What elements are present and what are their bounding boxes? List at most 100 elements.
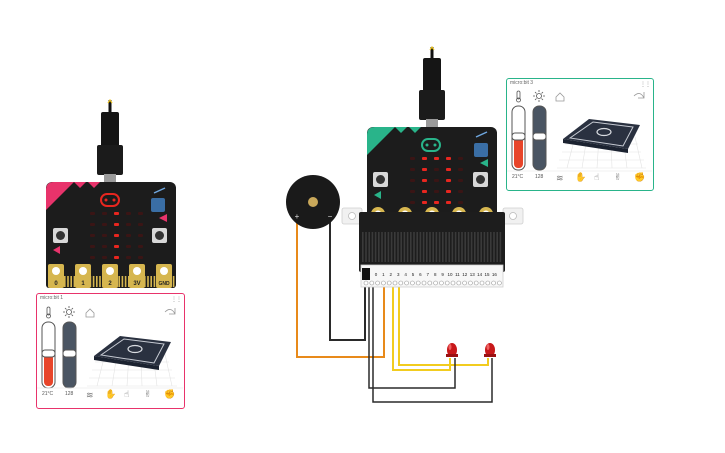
connector-pin-label: 6 <box>419 272 422 277</box>
connector-hole[interactable] <box>439 280 444 286</box>
connector-pin-label: 3 <box>397 272 400 277</box>
led-matrix-3 <box>410 157 463 204</box>
led <box>114 234 119 237</box>
tilt-right-gesture-icon[interactable]: ☝ <box>124 390 130 400</box>
connector-hole[interactable] <box>410 280 415 286</box>
light-slider[interactable] <box>532 105 547 171</box>
red-led-2[interactable] <box>484 343 496 357</box>
drag-handle-icon[interactable]: ⋮⋮ <box>171 297 182 303</box>
connector-hole[interactable] <box>456 280 462 286</box>
touch-logo-3[interactable] <box>421 138 441 152</box>
connector-hole[interactable] <box>392 280 398 286</box>
connector-hole[interactable] <box>375 280 380 286</box>
home-icon[interactable] <box>555 92 565 102</box>
connector-pin-label: 13 <box>470 272 476 277</box>
sensor-panel-3[interactable]: micro:bit 3 ⋮⋮ <box>506 78 654 191</box>
drag-handle-icon[interactable]: ⋮⋮ <box>640 82 651 88</box>
led <box>446 190 451 193</box>
board-body-1 <box>46 182 176 288</box>
temperature-slider[interactable] <box>41 321 56 389</box>
connector-hole[interactable] <box>398 280 404 286</box>
connector-hole[interactable] <box>363 280 369 286</box>
temperature-value-1: 21°C <box>42 391 54 397</box>
sensor-panel-1[interactable]: micro:bit 1 ⋮⋮ <box>36 293 185 409</box>
red-led-1[interactable] <box>446 343 458 357</box>
connector-hole[interactable] <box>386 280 392 286</box>
connector-pin-label: 12 <box>462 272 468 277</box>
led <box>126 245 131 248</box>
tilt-forward-gesture-icon[interactable]: ✌ <box>614 173 622 183</box>
microbit-3d-model[interactable] <box>563 119 640 153</box>
microbit-3d-model[interactable] <box>94 336 171 370</box>
connector-hole[interactable] <box>485 280 491 286</box>
pin-label: 0 <box>54 281 58 287</box>
touch-logo-1[interactable] <box>100 193 120 207</box>
wire-black-led2[interactable] <box>372 286 493 403</box>
panel-title-1: micro:bit 1 <box>40 295 64 301</box>
connector-pin-label: 0 <box>375 272 378 277</box>
wire-yellow-led2[interactable] <box>398 286 489 366</box>
connector-hole[interactable] <box>479 280 485 286</box>
connector-hole[interactable] <box>491 280 496 286</box>
connector-hole[interactable] <box>404 280 409 286</box>
edge-pad[interactable] <box>156 264 172 288</box>
freefall-gesture-icon[interactable]: ✊ <box>634 173 646 183</box>
connector-hole[interactable] <box>415 280 421 286</box>
edge-pad[interactable] <box>75 264 91 288</box>
wire-black-led1[interactable] <box>368 286 456 389</box>
connector-hole[interactable] <box>450 280 456 286</box>
freefall-gesture-icon[interactable]: ✊ <box>164 390 176 400</box>
tilt-left-gesture-icon[interactable]: ✋ <box>105 390 117 400</box>
connector-hole[interactable] <box>497 280 502 286</box>
connector-pin-label: 16 <box>492 272 498 277</box>
connector-hole[interactable] <box>433 280 438 286</box>
connector-hole[interactable] <box>369 280 375 286</box>
led <box>434 201 439 204</box>
led <box>90 212 95 215</box>
corner-accent-3 <box>367 127 395 155</box>
shake-gesture-icon[interactable]: ≋ <box>86 391 94 401</box>
button-b-1[interactable] <box>152 228 167 243</box>
rotate-icon[interactable] <box>633 92 645 99</box>
wire-black-buzzer[interactable] <box>329 222 366 341</box>
temperature-slider[interactable] <box>511 105 526 171</box>
led <box>422 190 427 193</box>
connector-hole[interactable] <box>473 280 479 286</box>
connector-hole[interactable] <box>444 280 450 286</box>
led <box>410 168 415 171</box>
rotate-icon[interactable] <box>164 308 176 315</box>
led <box>138 234 143 237</box>
light-slider[interactable] <box>62 321 77 389</box>
panel-title-3: micro:bit 3 <box>510 80 534 86</box>
microbit-3[interactable] <box>367 45 497 227</box>
wire-yellow-led1[interactable] <box>392 286 451 371</box>
pin-label: 2 <box>108 281 112 287</box>
speaker-icon-3 <box>374 191 381 199</box>
connector-hole[interactable] <box>468 280 473 286</box>
led <box>114 223 119 226</box>
home-icon[interactable] <box>85 308 95 318</box>
edge-pad[interactable] <box>48 264 64 288</box>
connector-hole[interactable] <box>462 280 467 286</box>
tilt-right-gesture-icon[interactable]: ☝ <box>594 173 600 183</box>
piezo-buzzer[interactable]: + − <box>286 175 340 229</box>
led <box>434 157 439 160</box>
edge-pad[interactable] <box>102 264 118 288</box>
usb-plug-3 <box>423 58 441 92</box>
tilt-left-gesture-icon[interactable]: ✋ <box>575 173 587 183</box>
led <box>410 201 415 204</box>
led <box>90 234 95 237</box>
button-b-3[interactable] <box>473 172 488 187</box>
shake-gesture-icon[interactable]: ≋ <box>556 174 564 184</box>
edge-pad[interactable] <box>129 264 145 288</box>
connector-hole[interactable] <box>381 280 386 286</box>
connector-hole[interactable] <box>427 280 433 286</box>
connector-pin-label: 10 <box>447 272 453 277</box>
tilt-forward-gesture-icon[interactable]: ✌ <box>144 390 152 400</box>
button-a-1[interactable] <box>53 228 68 243</box>
button-a-3[interactable] <box>373 172 388 187</box>
wire-orange[interactable] <box>296 222 385 358</box>
connector-hole[interactable] <box>421 280 427 286</box>
